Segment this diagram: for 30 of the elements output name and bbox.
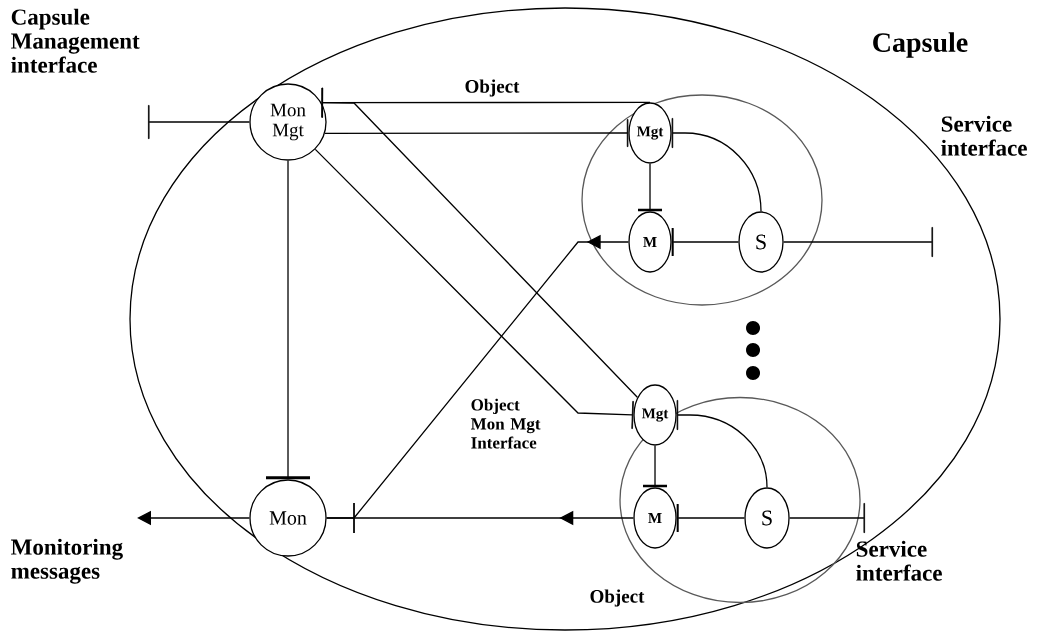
interface-label: Service interface [856,540,942,581]
connector [148,105,250,139]
interface-label: Monitoring messages [11,538,123,584]
ellipse-node: S [738,211,784,273]
connector [314,148,634,429]
heading: Capsule [873,32,968,58]
circle-node: Mon [249,479,327,557]
connector [789,503,865,533]
circle-node: Mon Mgt [249,83,327,161]
connector [324,119,629,147]
interface-label: Service interface [941,115,1027,156]
ellipse-node: S [744,487,790,549]
connector [638,163,662,212]
ellipse-node: M [633,487,677,549]
interface-label: Object Mon Mgt Interface [470,398,541,449]
connector [266,160,310,480]
connector [321,87,638,398]
connector [676,504,745,532]
heading: Object [465,79,520,97]
heading: Object [590,589,645,607]
connector [783,227,933,257]
connector [671,228,739,256]
connector [676,400,768,488]
ellipse-node: Mgt [633,384,677,446]
connector [326,502,634,534]
interface-label: Capsule Management interface [11,8,140,73]
ellipse-node: M [628,211,672,273]
connector [671,118,762,212]
ellipse-node: Mgt [628,102,672,164]
connector [643,445,667,488]
